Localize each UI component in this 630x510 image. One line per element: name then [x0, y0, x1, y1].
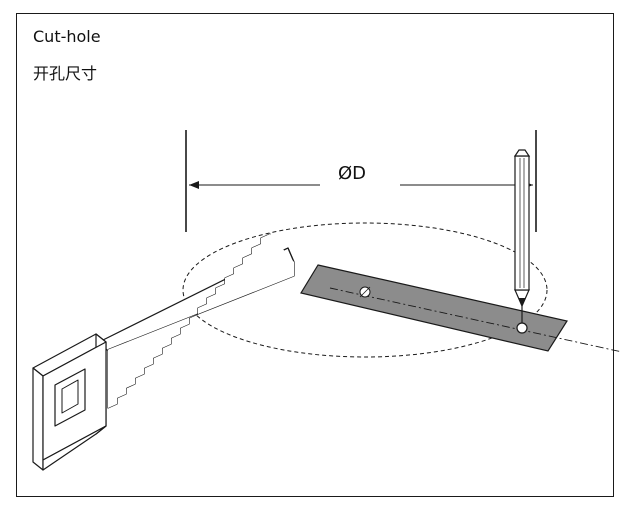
title-english: Cut-hole — [33, 27, 101, 46]
pencil-point — [516, 322, 528, 334]
saw-icon — [32, 233, 295, 471]
hole-outline-dashed — [182, 222, 548, 358]
template-plate — [300, 264, 568, 352]
pencil-icon — [513, 149, 531, 323]
diagram-frame — [16, 13, 614, 497]
diameter-label: ØD — [338, 163, 367, 184]
title-chinese: 开孔尺寸 — [33, 64, 98, 83]
radius-center-line — [329, 287, 623, 353]
